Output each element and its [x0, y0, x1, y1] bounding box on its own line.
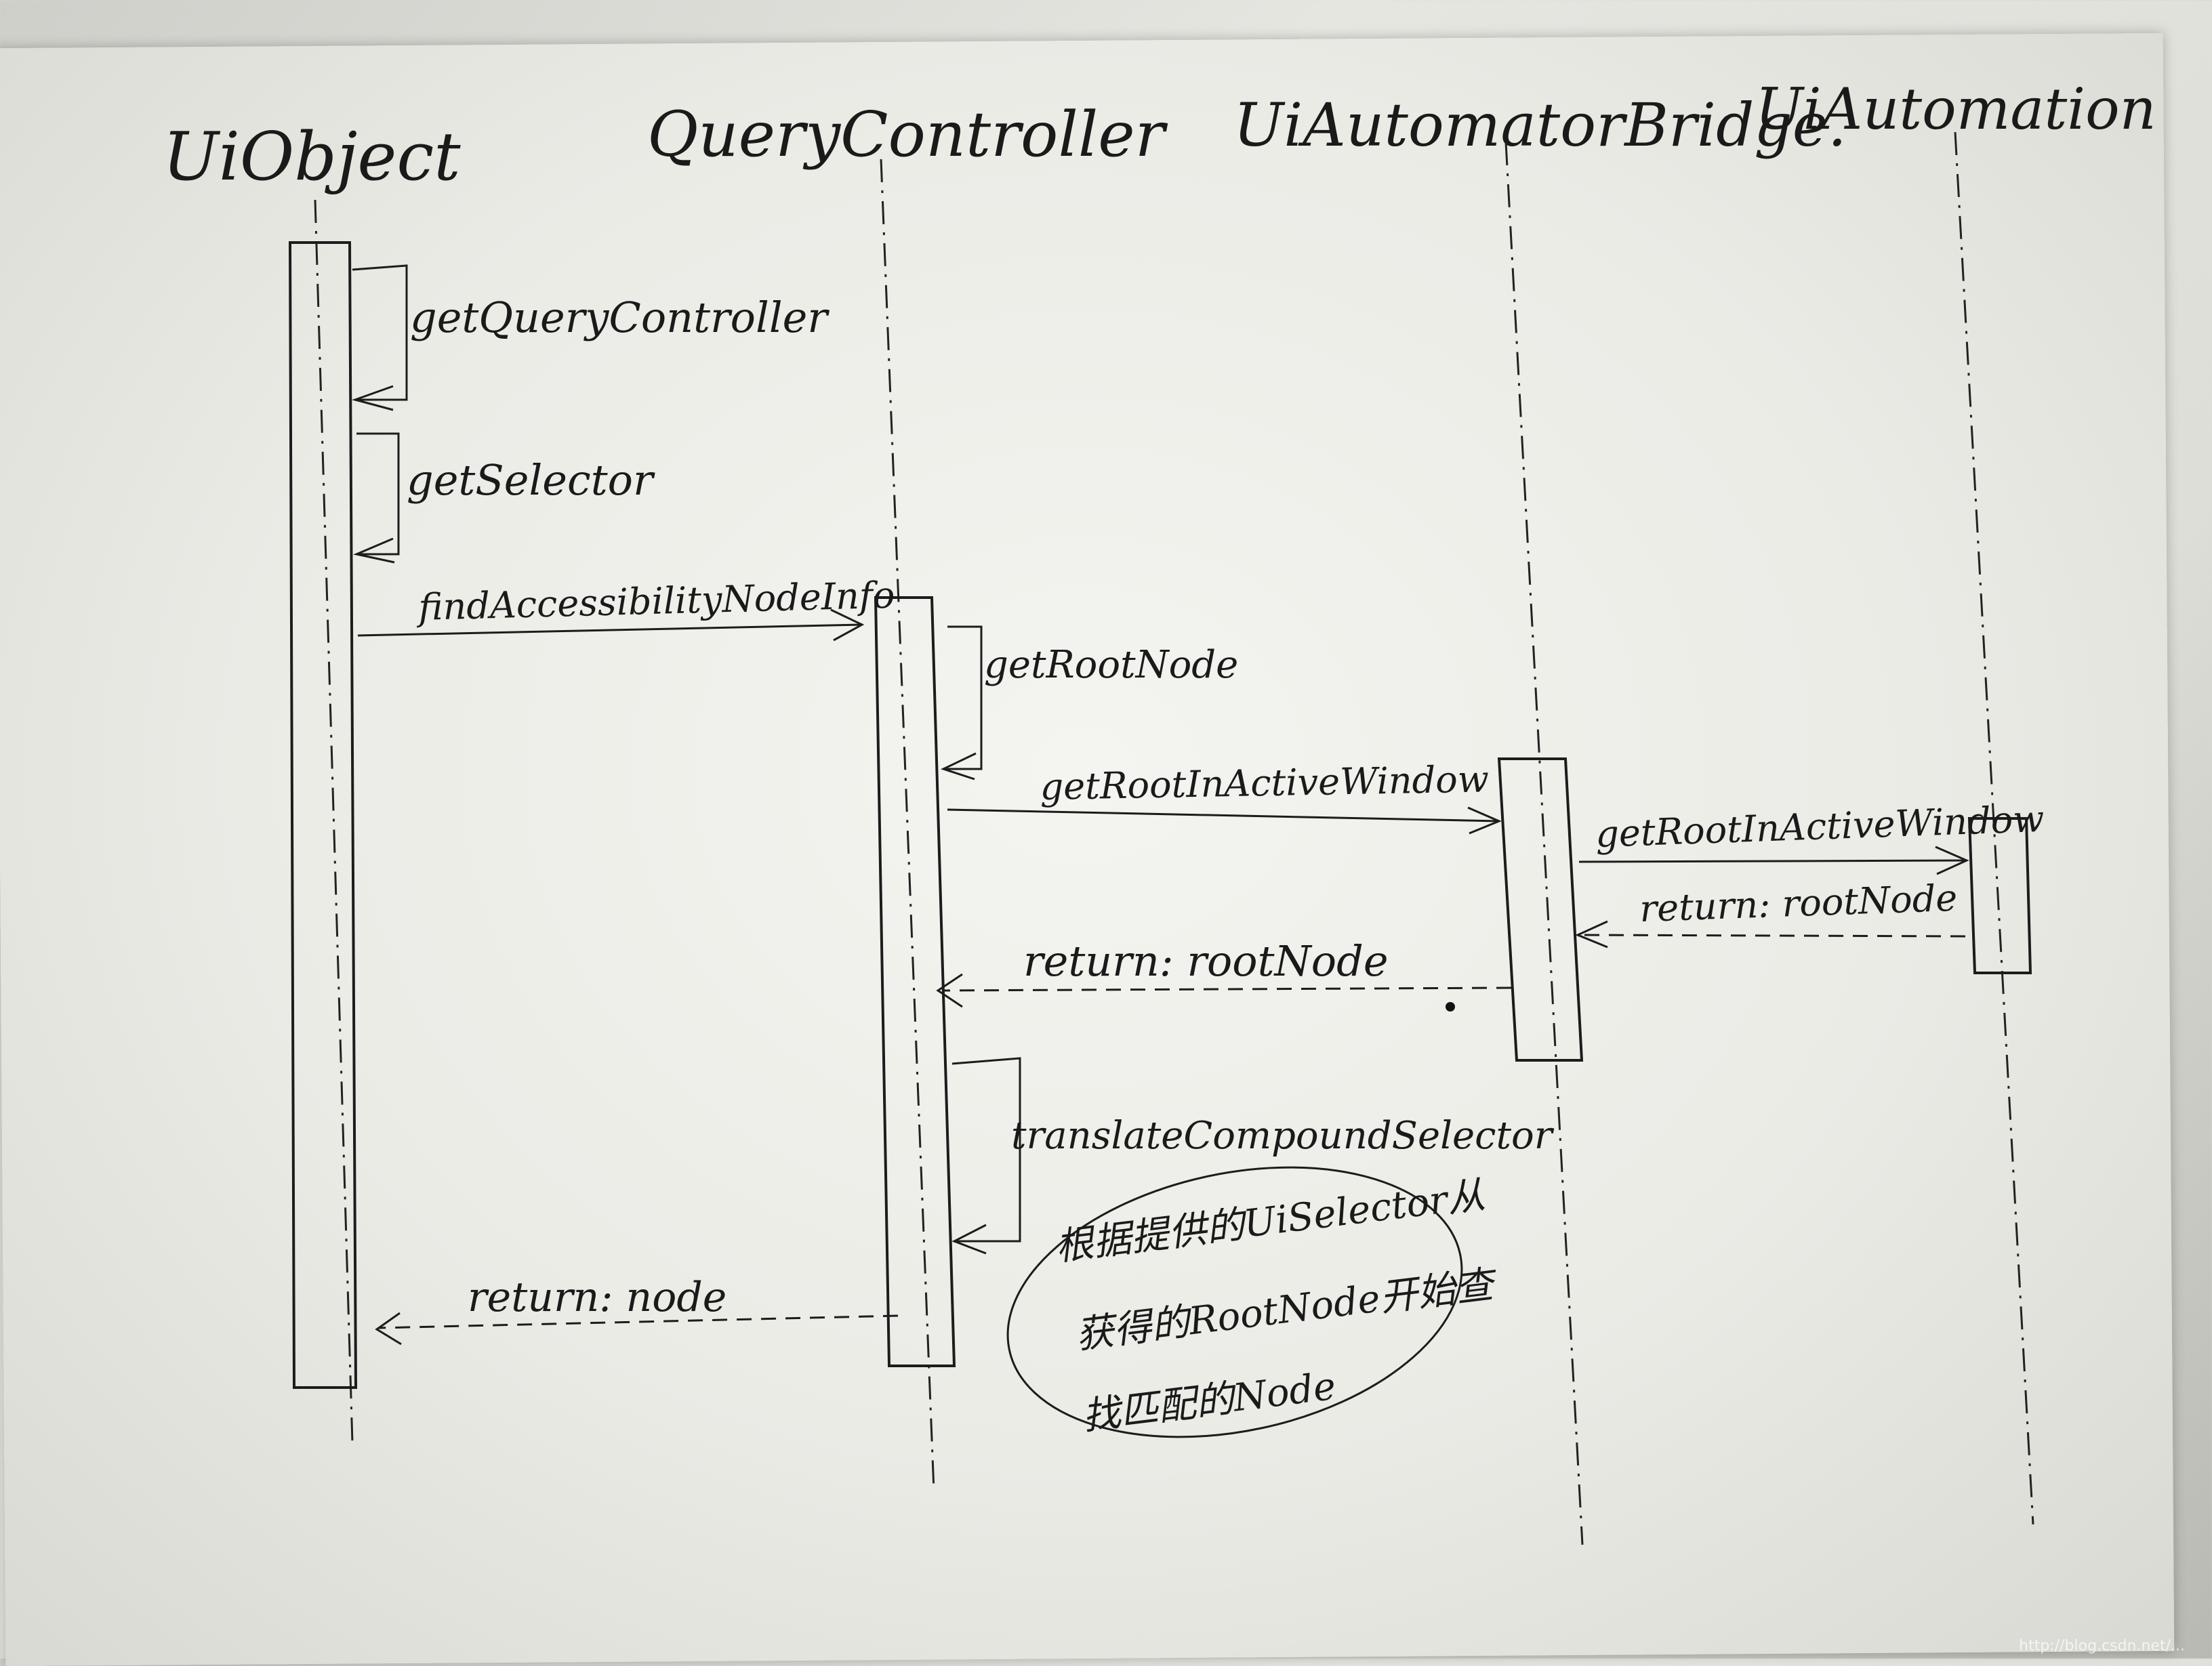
- label-return-rootnode-querycontroller: return: rootNode: [1023, 936, 1389, 986]
- arrowhead-getrootinactivewindow-bridge: [1467, 806, 1502, 835]
- arrowhead-getquerycontroller: [351, 385, 394, 411]
- arrowhead-translatecompoundselector: [951, 1224, 987, 1255]
- label-findaccessibilitynodeinfo: findAccessibilityNodeInfo: [415, 574, 895, 629]
- activation-querycontroller: [874, 596, 956, 1367]
- arrow-getrootinactivewindow-uiautomation: [1578, 859, 1967, 863]
- return-node-uiobject: [379, 1314, 899, 1329]
- note-line-2: 获得的RootNode开始查: [1073, 1262, 1500, 1358]
- self-call-getrootnode: [943, 625, 983, 770]
- watermark: http://blog.csdn.net/...: [2019, 1638, 2185, 1654]
- activation-uiobject: [288, 241, 358, 1389]
- participant-uiautomation: UiAutomation: [1755, 76, 2156, 142]
- participant-uiobject: UiObject: [163, 119, 461, 196]
- lifeline-querycontroller: [880, 159, 935, 1491]
- note-line-3: 找匹配的Node: [1080, 1365, 1338, 1439]
- arrow-getrootinactivewindow-bridge: [947, 808, 1500, 822]
- return-rootnode-querycontroller: [941, 986, 1512, 992]
- label-getrootnode: getRootNode: [984, 643, 1238, 687]
- label-getquerycontroller: getQueryController: [410, 293, 830, 342]
- label-translatecompoundselector: translateCompoundSelector: [1011, 1114, 1555, 1158]
- note-line-1: 根据提供的UiSelector从: [1053, 1173, 1488, 1270]
- activation-uiautomation: [1967, 817, 2032, 974]
- participant-bridge: UiAutomatorBridge.: [1233, 90, 1847, 160]
- self-call-getquerycontroller: [352, 264, 408, 401]
- arrowhead-return-rootnode-bridge: [1575, 920, 1608, 949]
- arrowhead-return-rootnode-querycontroller: [936, 973, 963, 1008]
- self-call-getselector: [356, 432, 400, 556]
- label-getrootinactivewindow-uiautomation: getRootInActiveWindow: [1595, 797, 2045, 856]
- self-call-translatecompoundselector: [951, 1057, 1021, 1243]
- arrowhead-return-node-uiobject: [375, 1312, 402, 1346]
- lifeline-uiautomation: [1954, 131, 2034, 1525]
- ink-dot: [1446, 1002, 1455, 1012]
- lifeline-uiobject: [314, 199, 354, 1444]
- label-return-rootnode-bridge: return: rootNode: [1639, 877, 1958, 930]
- arrowhead-findaccessibilitynodeinfo: [830, 608, 865, 642]
- arrowhead-getrootinactivewindow-uiautomation: [1935, 846, 1969, 875]
- label-getselector: getSelector: [407, 455, 655, 505]
- activation-bridge: [1497, 757, 1584, 1062]
- participant-querycontroller: QueryController: [647, 98, 1168, 171]
- arrow-findaccessibilitynodeinfo: [357, 623, 863, 637]
- arrowhead-getselector: [353, 537, 395, 564]
- arrowhead-getrootnode: [940, 752, 977, 780]
- label-return-node-uiobject: return: node: [468, 1274, 726, 1321]
- label-getrootinactivewindow-bridge: getRootInActiveWindow: [1040, 757, 1489, 808]
- return-rootnode-bridge: [1582, 934, 1966, 938]
- note-ellipse: [1006, 1166, 1463, 1438]
